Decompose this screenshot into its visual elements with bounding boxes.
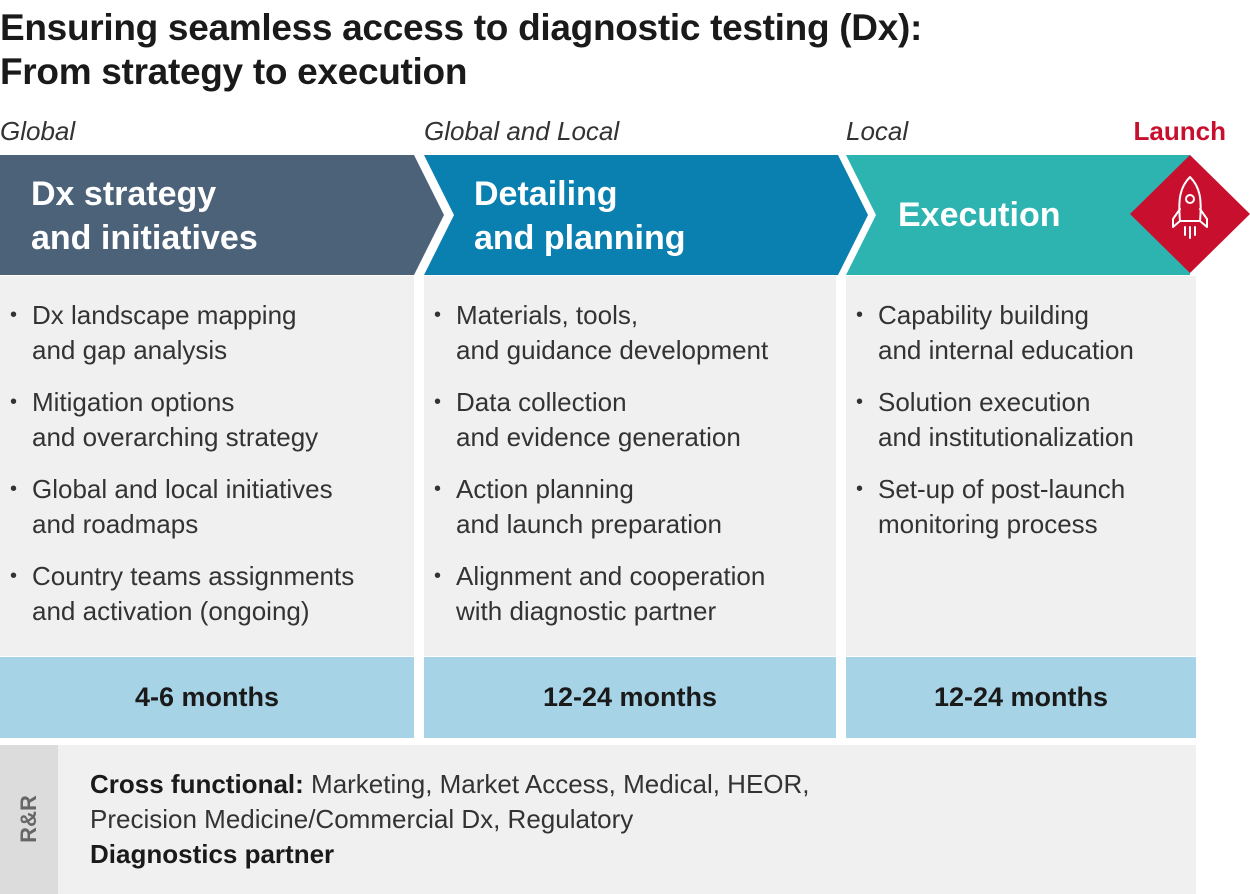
activity-list: Dx landscape mapping and gap analysis Mit… bbox=[0, 276, 414, 629]
roles-line-3: Diagnostics partner bbox=[90, 837, 810, 872]
list-item-line: and internal education bbox=[878, 335, 1134, 365]
activity-list: Capability building and internal educatio… bbox=[846, 276, 1196, 542]
phase-chevrons bbox=[0, 155, 1250, 275]
phase-title-dx-strategy: Dx strategy and initiatives bbox=[31, 172, 258, 260]
phase-1-activities: Dx landscape mapping and gap analysis Mit… bbox=[0, 276, 414, 656]
activity-list: Materials, tools, and guidance developmen… bbox=[424, 276, 836, 629]
phase-title-execution: Execution bbox=[898, 193, 1060, 237]
phase-title-detailing: Detailing and planning bbox=[474, 172, 686, 260]
list-item-line: Data collection bbox=[456, 387, 627, 417]
list-item: Mitigation options and overarching strate… bbox=[0, 385, 414, 455]
list-item-line: and launch preparation bbox=[456, 509, 722, 539]
scope-label-global: Global bbox=[0, 116, 76, 146]
list-item-line: Country teams assignments bbox=[32, 561, 355, 591]
title-line-2: From strategy to execution bbox=[0, 51, 468, 92]
launch-diamond-shape bbox=[1130, 155, 1250, 273]
duration-phase-1: 4-6 months bbox=[0, 657, 414, 738]
page-title: Ensuring seamless access to diagnostic t… bbox=[0, 6, 1240, 94]
scope-label-global-and-local: Global and Local bbox=[424, 116, 620, 146]
list-item: Dx landscape mapping and gap analysis bbox=[0, 298, 414, 368]
list-item-line: and guidance development bbox=[456, 335, 769, 365]
list-item-line: with diagnostic partner bbox=[456, 596, 717, 626]
title-line-1: Ensuring seamless access to diagnostic t… bbox=[0, 7, 923, 48]
phase-2-activities: Materials, tools, and guidance developmen… bbox=[424, 276, 836, 656]
list-item-line: and evidence generation bbox=[456, 422, 741, 452]
roles-tab-label: R&R bbox=[16, 795, 41, 843]
duration-phase-2: 12-24 months bbox=[424, 657, 836, 738]
list-item: Action planning and launch preparation bbox=[424, 472, 836, 542]
phase-title-line: Execution bbox=[898, 196, 1061, 234]
list-item-line: Dx landscape mapping bbox=[32, 300, 297, 330]
list-item: Materials, tools, and guidance developmen… bbox=[424, 298, 836, 368]
list-item: Solution execution and institutionalizati… bbox=[846, 385, 1196, 455]
list-item-line: Materials, tools, bbox=[456, 300, 639, 330]
phase-3-activities: Capability building and internal educatio… bbox=[846, 276, 1196, 656]
roles-tab: R&R bbox=[0, 745, 58, 894]
list-item-line: Capability building bbox=[878, 300, 1090, 330]
roles-panel: Cross functional: Marketing, Market Acce… bbox=[58, 745, 1196, 894]
list-item: Data collection and evidence generation bbox=[424, 385, 836, 455]
list-item-line: Mitigation options bbox=[32, 387, 235, 417]
rocket-icon bbox=[1172, 176, 1208, 239]
roles-line-1: Cross functional: Marketing, Market Acce… bbox=[90, 767, 810, 802]
phase-title-line: Dx strategy bbox=[31, 175, 217, 213]
scope-label-local: Local bbox=[846, 116, 909, 146]
list-item: Alignment and cooperation with diagnostic… bbox=[424, 559, 836, 629]
list-item-line: Alignment and cooperation bbox=[456, 561, 766, 591]
list-item: Set-up of post-launch monitoring process bbox=[846, 472, 1196, 542]
diagnostics-partner-label: Diagnostics partner bbox=[90, 839, 335, 869]
phase-title-line: and initiatives bbox=[31, 219, 258, 257]
list-item-line: Global and local initiatives bbox=[32, 474, 333, 504]
list-item-line: and institutionalization bbox=[878, 422, 1134, 452]
chevron-phase-1 bbox=[0, 155, 444, 275]
list-item-line: and gap analysis bbox=[32, 335, 228, 365]
list-item-line: and overarching strategy bbox=[32, 422, 319, 452]
list-item-line: Solution execution bbox=[878, 387, 1091, 417]
list-item-line: and activation (ongoing) bbox=[32, 596, 310, 626]
list-item: Country teams assignments and activation … bbox=[0, 559, 414, 629]
list-item-line: and roadmaps bbox=[32, 509, 199, 539]
roles-text: Cross functional: Marketing, Market Acce… bbox=[90, 767, 810, 872]
chevron-phase-2 bbox=[424, 155, 868, 275]
cross-functional-teams: Marketing, Market Access, Medical, HEOR, bbox=[311, 769, 810, 799]
launch-diamond bbox=[1130, 155, 1250, 273]
list-item-line: Set-up of post-launch bbox=[878, 474, 1126, 504]
launch-label: Launch bbox=[1133, 116, 1226, 146]
roles-line-2: Precision Medicine/Commercial Dx, Regula… bbox=[90, 804, 634, 834]
phase-title-line: and planning bbox=[474, 219, 686, 257]
list-item: Global and local initiatives and roadmaps bbox=[0, 472, 414, 542]
list-item-line: Action planning bbox=[456, 474, 634, 504]
list-item: Capability building and internal educatio… bbox=[846, 298, 1196, 368]
cross-functional-label: Cross functional: bbox=[90, 769, 304, 799]
duration-phase-3: 12-24 months bbox=[846, 657, 1196, 738]
phase-title-line: Detailing bbox=[474, 175, 618, 213]
chevron-phase-3 bbox=[846, 155, 1190, 275]
list-item-line: monitoring process bbox=[878, 509, 1098, 539]
